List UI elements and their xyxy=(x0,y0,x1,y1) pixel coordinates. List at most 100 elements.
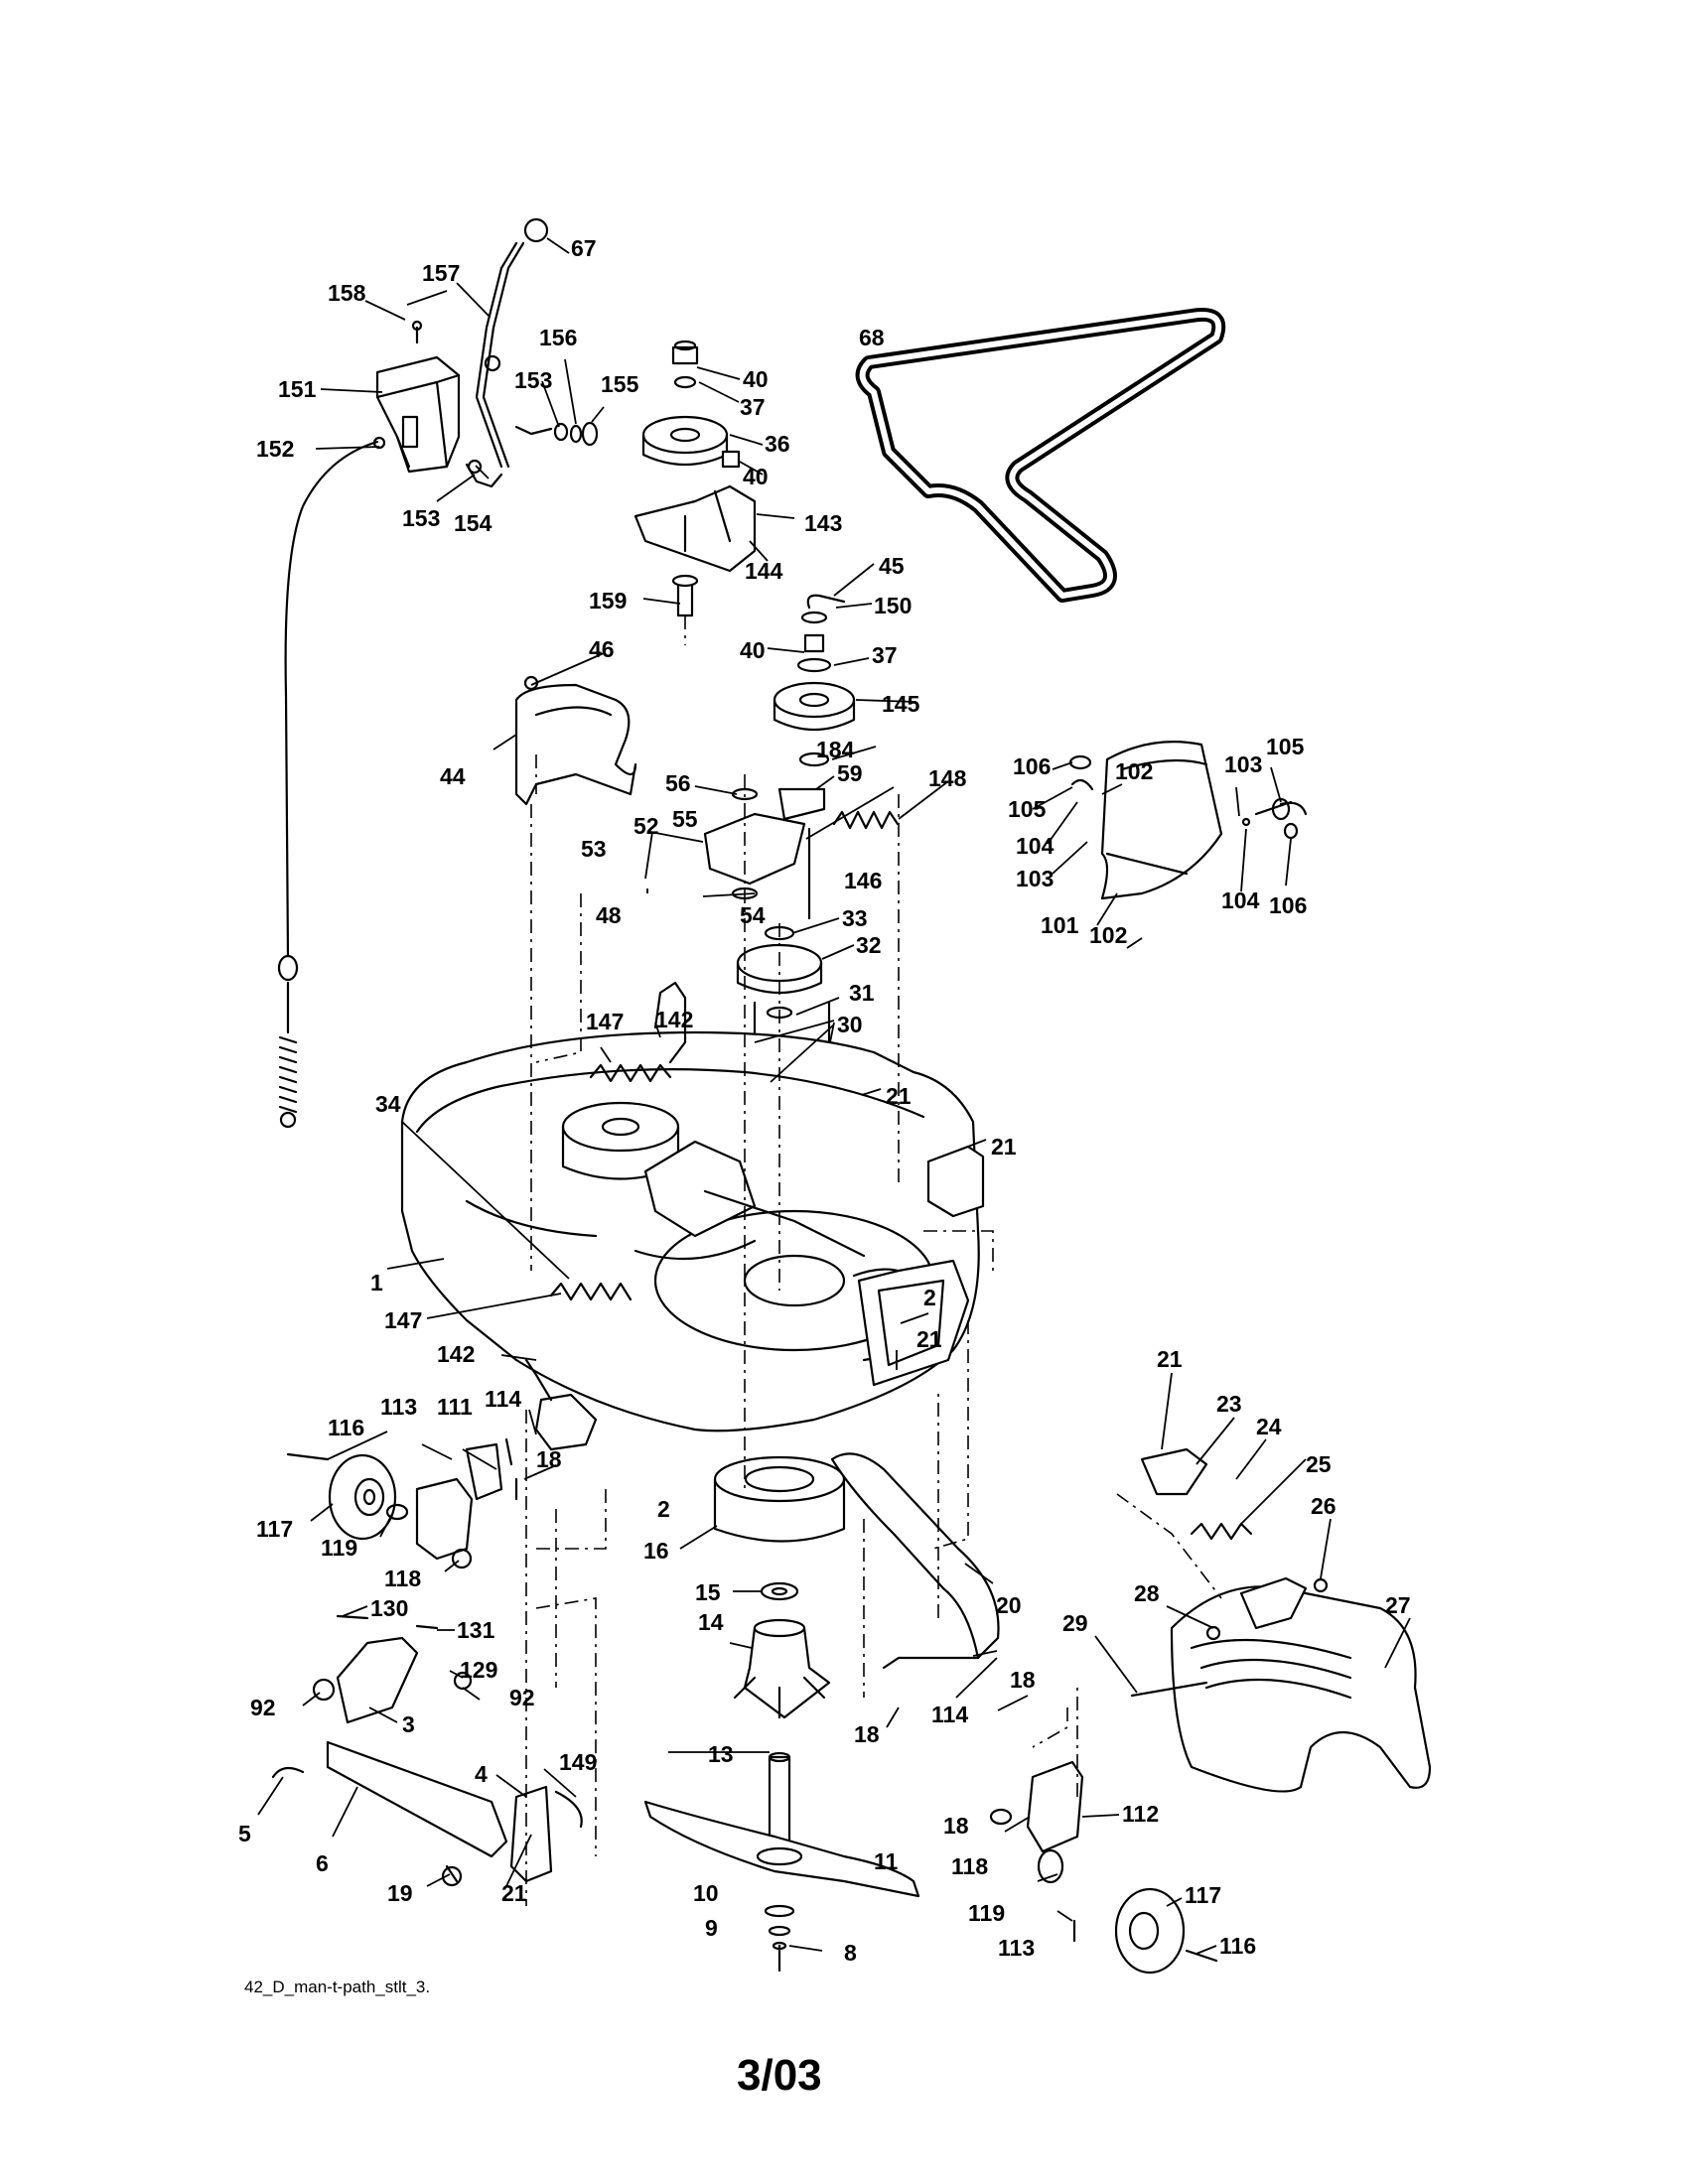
callout-label: 103 xyxy=(1224,751,1262,777)
file-reference: 42_D_man-t-path_stlt_3. xyxy=(244,1978,431,1996)
callout-label: 68 xyxy=(859,325,885,350)
callout-label: 130 xyxy=(370,1595,408,1621)
callout-label: 54 xyxy=(740,902,766,928)
callout-label: 113 xyxy=(998,1935,1035,1961)
callout-label: 1 xyxy=(370,1270,383,1296)
callout-label: 111 xyxy=(437,1394,473,1420)
callout-label: 153 xyxy=(514,367,552,393)
callout-label: 116 xyxy=(1219,1933,1256,1959)
callout-label: 14 xyxy=(698,1609,724,1635)
leader-lines xyxy=(257,237,1411,1955)
callout-label: 21 xyxy=(886,1083,912,1109)
callout-label: 56 xyxy=(665,770,691,796)
callout-label: 157 xyxy=(422,260,460,286)
callout-label: 129 xyxy=(460,1657,497,1683)
callout-label: 9 xyxy=(705,1915,718,1941)
callout-label: 184 xyxy=(816,737,855,762)
callout-label: 20 xyxy=(996,1592,1022,1618)
callout-label: 2 xyxy=(657,1496,670,1522)
page-number: 3/03 xyxy=(737,2051,822,2100)
callout-label: 45 xyxy=(879,553,905,579)
alignment-lines xyxy=(525,615,1222,1906)
callout-label: 158 xyxy=(328,280,366,306)
callout-label: 29 xyxy=(1062,1610,1088,1636)
secondary-pulley-drawing xyxy=(703,594,900,1089)
callout-label: 146 xyxy=(844,868,882,893)
callout-label: 104 xyxy=(1221,887,1260,913)
callout-label: 36 xyxy=(765,431,790,457)
callout-label: 46 xyxy=(589,636,615,662)
callout-label: 53 xyxy=(581,836,607,862)
callout-label: 143 xyxy=(804,510,842,536)
callout-label: 118 xyxy=(384,1566,421,1591)
spindle-blade-drawing xyxy=(643,1455,920,1973)
callout-label: 15 xyxy=(695,1579,721,1605)
callout-label: 106 xyxy=(1013,753,1051,779)
callout-label: 105 xyxy=(1266,734,1305,759)
callout-label: 114 xyxy=(485,1386,521,1412)
callout-label: 92 xyxy=(509,1685,535,1710)
callout-label: 24 xyxy=(1256,1414,1282,1439)
callout-label: 131 xyxy=(457,1617,495,1643)
callout-label: 48 xyxy=(596,902,622,928)
callout-label: 52 xyxy=(633,813,659,839)
callout-label: 26 xyxy=(1311,1493,1336,1519)
callout-label: 145 xyxy=(882,691,920,717)
callout-label: 37 xyxy=(740,394,766,420)
callout-label: 4 xyxy=(475,1761,488,1787)
callout-label: 144 xyxy=(745,558,783,584)
callout-label: 6 xyxy=(316,1850,329,1876)
callout-label: 67 xyxy=(571,235,597,261)
callout-label: 11 xyxy=(874,1848,899,1874)
callout-label: 10 xyxy=(693,1880,719,1906)
callout-label: 152 xyxy=(256,436,294,462)
callout-label: 28 xyxy=(1134,1580,1160,1606)
callout-label: 92 xyxy=(250,1695,276,1720)
callout-label: 106 xyxy=(1269,892,1307,918)
callout-label: 27 xyxy=(1385,1592,1411,1618)
callout-label: 25 xyxy=(1306,1451,1332,1477)
callout-label: 117 xyxy=(256,1516,293,1542)
idler-pulley-stack-drawing xyxy=(633,340,757,617)
callout-label: 3 xyxy=(402,1711,415,1737)
callout-label: 102 xyxy=(1115,758,1153,784)
callout-label: 101 xyxy=(1041,912,1079,938)
callout-label: 113 xyxy=(380,1394,417,1420)
callout-label: 116 xyxy=(328,1415,364,1440)
callout-label: 8 xyxy=(844,1940,857,1966)
callout-label: 104 xyxy=(1016,833,1055,859)
callout-label: 55 xyxy=(672,806,698,832)
callout-label: 21 xyxy=(916,1326,942,1352)
belt-drawing xyxy=(855,308,1226,603)
callout-label: 21 xyxy=(1157,1346,1183,1372)
mower-deck-drawing xyxy=(400,981,985,1433)
callout-label: 34 xyxy=(375,1091,401,1117)
callout-label: 149 xyxy=(559,1749,597,1775)
callout-label: 5 xyxy=(238,1821,251,1846)
callout-label: 59 xyxy=(837,760,863,786)
callout-label: 31 xyxy=(849,980,875,1006)
callout-label: 153 xyxy=(402,505,440,531)
callout-label: 119 xyxy=(321,1535,357,1561)
callout-label: 155 xyxy=(601,371,639,397)
callout-label: 18 xyxy=(1010,1667,1036,1693)
left-wheel-drawing xyxy=(286,1358,598,1570)
callout-label: 13 xyxy=(708,1741,734,1767)
callout-label: 23 xyxy=(1216,1391,1242,1417)
callout-label: 119 xyxy=(968,1900,1005,1926)
discharge-chute-drawing xyxy=(1130,1447,1432,1793)
callout-label: 32 xyxy=(856,932,882,958)
callout-label: 40 xyxy=(743,366,769,392)
callout-label: 2 xyxy=(923,1285,936,1310)
callout-label: 117 xyxy=(1185,1882,1221,1908)
callout-label: 105 xyxy=(1008,796,1047,822)
callout-label: 40 xyxy=(740,637,766,663)
callout-label: 154 xyxy=(454,510,492,536)
callout-label: 44 xyxy=(440,763,466,789)
callout-label: 159 xyxy=(589,588,627,614)
deflector-drawing xyxy=(1068,741,1308,900)
callout-label: 151 xyxy=(278,376,317,402)
callout-label: 102 xyxy=(1089,922,1127,948)
callout-label: 148 xyxy=(928,765,967,791)
callout-label: 30 xyxy=(837,1012,863,1037)
